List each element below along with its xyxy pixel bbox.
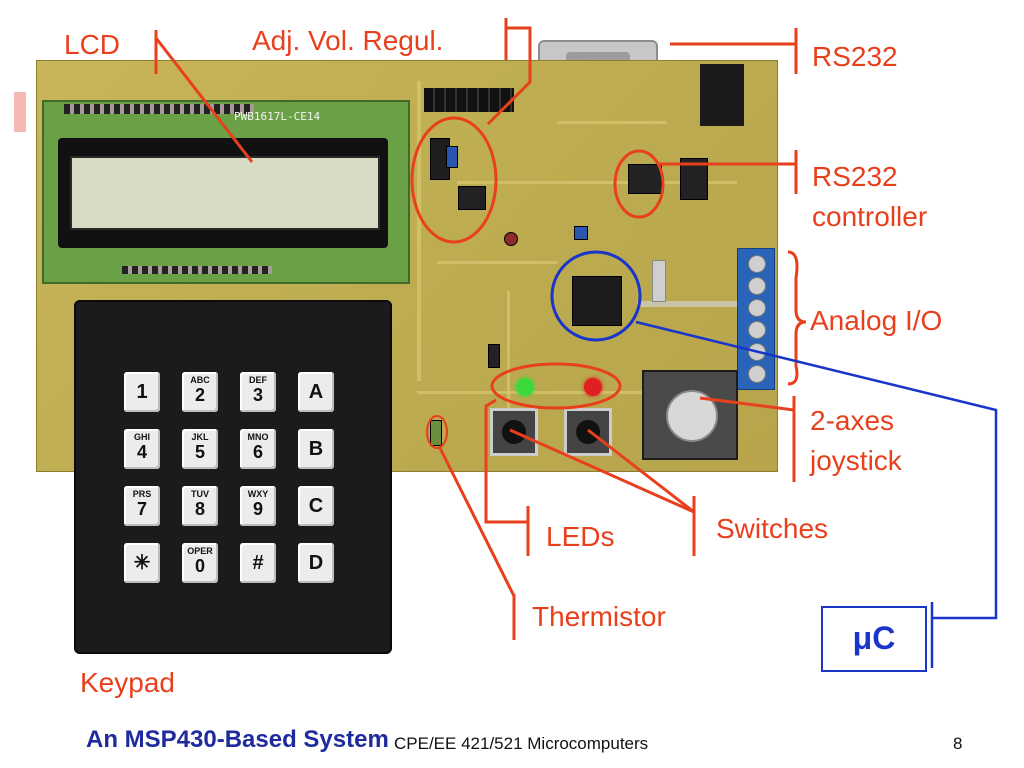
transistor (488, 344, 500, 368)
terminal-screw (748, 365, 766, 383)
keypad-key-symbol: 0 (194, 556, 205, 576)
keypad-key-letters: ABC (190, 375, 210, 385)
regulator-ic (458, 186, 486, 210)
keypad-key-symbol: 9 (252, 499, 263, 519)
regulator-jumper (446, 146, 458, 168)
keypad-key-letters: TUV (191, 489, 209, 499)
keypad-key-symbol: A (308, 381, 324, 403)
keypad-key-symbol: # (252, 552, 264, 574)
rs232-controller-label-line1: RS232 (812, 161, 898, 192)
header-connector (424, 88, 514, 112)
regulator-highlight (410, 116, 498, 244)
microcontroller-label: μC (852, 620, 896, 656)
keypad-key-symbol: D (308, 552, 324, 574)
analog-io-terminal-block (737, 248, 775, 390)
lcd-display (70, 156, 380, 230)
jumper (574, 226, 588, 240)
keypad-key-symbol: 2 (194, 385, 205, 405)
microcontroller-highlight (550, 250, 642, 342)
terminal-screw (748, 255, 766, 273)
keypad-key-symbol: 4 (136, 442, 147, 462)
lcd-frame (58, 138, 388, 248)
pushbutton-switch-2 (564, 408, 612, 456)
thermistor-label: Thermistor (532, 601, 666, 632)
keypad-key-letters: DEF (249, 375, 267, 385)
keypad-key-symbol: ✳ (133, 552, 151, 574)
keypad-key-symbol: 3 (252, 385, 263, 405)
power-jack (700, 64, 744, 126)
terminal-screw (748, 299, 766, 317)
keypad-key: B (298, 429, 334, 469)
rs232-label: RS232 (812, 41, 898, 72)
keypad-key: # (240, 543, 276, 583)
keypad-key-symbol: 5 (194, 442, 205, 462)
keypad-key-letters: MNO (247, 432, 269, 442)
lcd-silkscreen: PWB1617L-CE14 (234, 110, 321, 123)
rs232-controller-label-line2: controller (812, 201, 928, 232)
keypad-key-letters: GHI (133, 432, 150, 442)
msp430-chip (572, 276, 622, 326)
rs232-controller-highlight (613, 149, 665, 219)
joystick-label-line2: joystick (810, 445, 902, 476)
green-led (516, 378, 534, 396)
lcd-label: LCD (64, 29, 121, 60)
thermistor (430, 420, 442, 446)
thermistor-highlight (426, 415, 448, 449)
microcontroller-box: μC (821, 606, 927, 672)
keypad-key-symbol: 6 (252, 442, 263, 462)
red-led (584, 378, 602, 396)
keypad-key-symbol: 1 (136, 381, 148, 403)
leds-highlight (490, 362, 622, 410)
slide-title: An MSP430-Based System (86, 726, 389, 753)
keypad-key-symbol: 8 (194, 499, 205, 519)
keypad-key-letters: OPER (187, 546, 213, 556)
keypad-key-letters: JKL (191, 432, 209, 442)
keypad-key: ✳ (124, 543, 160, 583)
lcd-bottom-pins (122, 266, 272, 274)
slide-decoration (14, 92, 26, 132)
analog-io-label: Analog I/O (810, 305, 943, 336)
keypad-key-symbol: C (308, 495, 324, 517)
keypad-key-symbol: B (308, 438, 324, 460)
crystal (652, 260, 666, 302)
terminal-screw (748, 321, 766, 339)
keypad-key: C (298, 486, 334, 526)
terminal-screw (748, 277, 766, 295)
rs232-controller-chip (628, 164, 662, 194)
page-number: 8 (953, 734, 963, 753)
keypad-key-symbol: 7 (136, 499, 147, 519)
keypad-key-letters: PRS (132, 489, 152, 499)
keypad-key-letters: WXY (247, 489, 269, 499)
joystick-label-line1: 2-axes (810, 405, 895, 436)
keypad-key: 1 (124, 372, 160, 412)
switches-label: Switches (716, 513, 829, 544)
lcd-pin-header (64, 104, 254, 114)
keypad-label: Keypad (80, 667, 175, 698)
reset-button (504, 232, 518, 246)
keypad-key: A (298, 372, 334, 412)
keypad-key: D (298, 543, 334, 583)
course-name: CPE/EE 421/521 Microcomputers (394, 734, 649, 753)
leds-label: LEDs (546, 521, 615, 552)
adj-vol-regul-label: Adj. Vol. Regul. (252, 25, 444, 56)
